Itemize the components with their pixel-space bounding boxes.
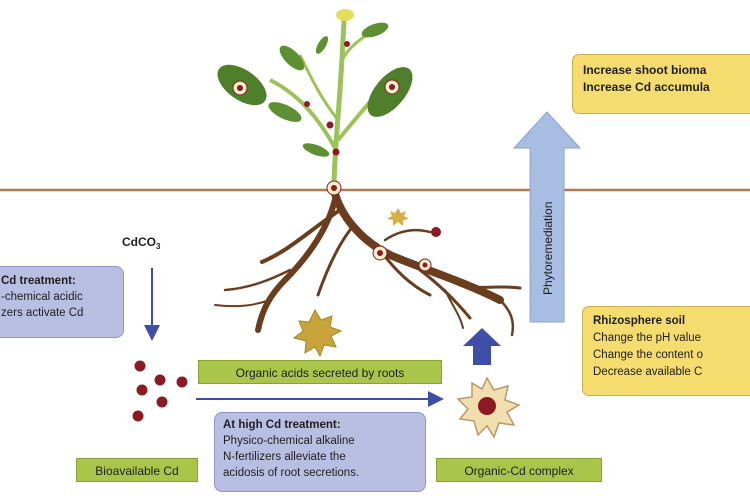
stem-cd-dot — [304, 101, 310, 107]
organic-cd-complex-icon — [456, 376, 521, 439]
root-cd-spot-core — [377, 250, 383, 256]
stem-cd-dot — [332, 148, 340, 156]
leaf-right-upper — [361, 22, 389, 38]
bioavailable-cd-box: Bioavailable Cd — [76, 458, 198, 482]
main-stem — [331, 19, 347, 189]
rhizosphere-title: Rhizosphere soil — [593, 315, 686, 327]
phytoremediation-label: Phytoremediation — [541, 202, 555, 295]
organic-cd-complex-label: Organic-Cd complex — [464, 464, 574, 478]
stem-cd-dot — [326, 121, 334, 129]
root-cd-spot-core — [331, 185, 337, 191]
rhizosphere-line: Decrease available C — [593, 366, 703, 378]
organic-acids-label: Organic acids secreted by roots — [235, 366, 405, 380]
organic-acid-star-small — [387, 208, 409, 226]
low-cd-treatment-line: -chemical acidic — [1, 291, 83, 303]
rhizosphere-line: Change the pH value — [593, 332, 702, 344]
flower-bud — [336, 9, 354, 21]
organic-acids-box: Organic acids secreted by roots — [198, 360, 442, 384]
leaf-cd-spot-core — [389, 84, 395, 90]
leaf-cd-spot-core — [237, 85, 243, 91]
bioavailable-cd-dots — [132, 360, 188, 422]
plant-shoot — [217, 9, 413, 189]
high-cd-treatment-line: N-fertilizers alleviate the — [223, 451, 346, 463]
shoot-effect-line: Increase shoot bioma — [583, 63, 707, 77]
leaf-left-upper — [279, 45, 305, 71]
plant-roots — [214, 186, 522, 337]
high-cd-treatment-line: acidosis of root secretions. — [223, 467, 360, 479]
high-cd-treatment-line: Physico-chemical alkaline — [223, 435, 355, 447]
leaf-stem-lower — [302, 143, 330, 157]
phytoremediation-arrow — [512, 111, 582, 323]
organic-cd-complex-box: Organic-Cd complex — [436, 458, 602, 482]
leaf-top-left — [315, 36, 329, 54]
uptake-arrow — [463, 328, 501, 365]
rhizosphere-line: Change the content o — [593, 349, 703, 361]
organic-acid-star — [292, 308, 343, 358]
low-cd-treatment-box: Cd treatment: -chemical acidic zers acti… — [0, 266, 124, 338]
low-cd-treatment-title: Cd treatment: — [1, 275, 76, 287]
left-branch — [269, 78, 338, 151]
soil-cd-dot — [431, 227, 441, 237]
shoot-effect-line: Increase Cd accumula — [583, 80, 710, 94]
root-cd-spot-core — [422, 262, 428, 268]
high-cd-treatment-title: At high Cd treatment: — [223, 419, 341, 431]
shoot-effect-box: Increase shoot bioma Increase Cd accumul… — [572, 54, 750, 114]
left-branch-2 — [298, 54, 340, 121]
bioavailable-cd-label: Bioavailable Cd — [95, 464, 179, 478]
leaf-left-mid — [268, 102, 302, 122]
rhizosphere-soil-box: Rhizosphere soil Change the pH value Cha… — [582, 306, 750, 396]
stem-cd-dot — [344, 41, 350, 47]
cdco3-label: CdCO3 — [122, 235, 161, 251]
low-cd-treatment-line: zers activate Cd — [1, 307, 84, 319]
high-cd-treatment-box: At high Cd treatment: Physico-chemical a… — [214, 412, 426, 492]
